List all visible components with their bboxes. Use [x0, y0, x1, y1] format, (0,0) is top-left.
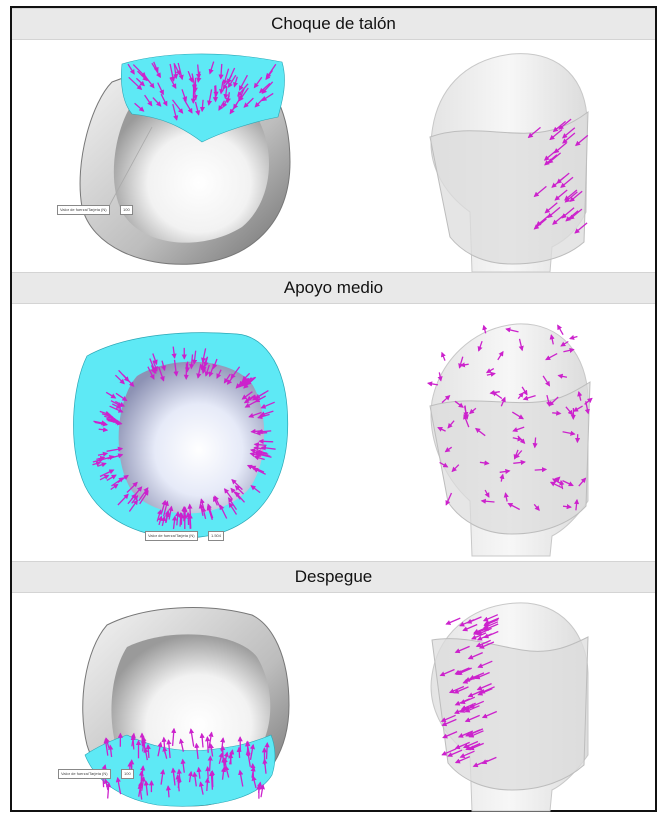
panel-title: Despegue	[12, 561, 655, 593]
socket-side-view	[402, 595, 622, 813]
force-value: 100	[121, 769, 134, 779]
force-arrow	[446, 618, 460, 624]
figure-frame: Choque de talón Valor de fuerza/Tarjeta …	[10, 6, 657, 812]
force-arrow	[442, 353, 445, 361]
force-arrow	[190, 514, 191, 528]
force-arrow	[210, 757, 211, 772]
force-arrow	[195, 78, 196, 92]
force-arrow	[190, 505, 191, 516]
force-arrow	[208, 767, 209, 779]
force-arrow	[215, 86, 216, 102]
force-arrow	[148, 745, 149, 758]
force-arrow	[168, 786, 169, 797]
force-arrow	[563, 506, 571, 507]
panel-toe-off: Despegue Valor de fuerza/Tarjeta (N) 100	[12, 561, 655, 814]
force-arrow	[188, 513, 189, 525]
force-arrow	[535, 469, 546, 470]
force-label: Valor de fuerza/Tarjeta (N)	[145, 531, 198, 541]
force-arrow	[259, 441, 273, 442]
force-arrow	[239, 748, 240, 758]
force-value: 100	[120, 205, 133, 215]
force-value: 1.504	[208, 531, 224, 541]
force-arrow	[535, 438, 536, 448]
force-arrow	[267, 743, 268, 759]
force-arrow	[212, 771, 213, 787]
force-arrow	[231, 754, 232, 764]
socket-top-view	[57, 595, 307, 813]
force-arrow	[570, 337, 577, 339]
force-arrow	[180, 513, 181, 527]
panel-title: Apoyo medio	[12, 272, 655, 304]
socket-side-view	[402, 306, 622, 561]
force-label: Valor de fuerza/Tarjeta (N)	[57, 205, 110, 215]
socket-top-view	[52, 42, 302, 270]
force-arrow	[108, 783, 109, 799]
force-arrow	[558, 325, 563, 334]
socket-top-view	[57, 306, 307, 546]
panel-heel-strike: Choque de talón Valor de fuerza/Tarjeta …	[12, 8, 655, 276]
panel-title: Choque de talón	[12, 8, 655, 40]
force-arrow	[552, 413, 560, 414]
force-arrow	[99, 429, 108, 430]
force-arrow	[428, 383, 438, 385]
force-arrow	[253, 764, 254, 779]
force-arrow	[207, 737, 208, 753]
force-arrow	[207, 779, 208, 791]
force-arrow	[256, 433, 267, 434]
force-label: Valor de fuerza/Tarjeta (N)	[58, 769, 111, 779]
socket-side-view	[402, 42, 622, 274]
panel-mid-stance: Apoyo medio Valor de fuerza/Tarjeta (N) …	[12, 272, 655, 565]
